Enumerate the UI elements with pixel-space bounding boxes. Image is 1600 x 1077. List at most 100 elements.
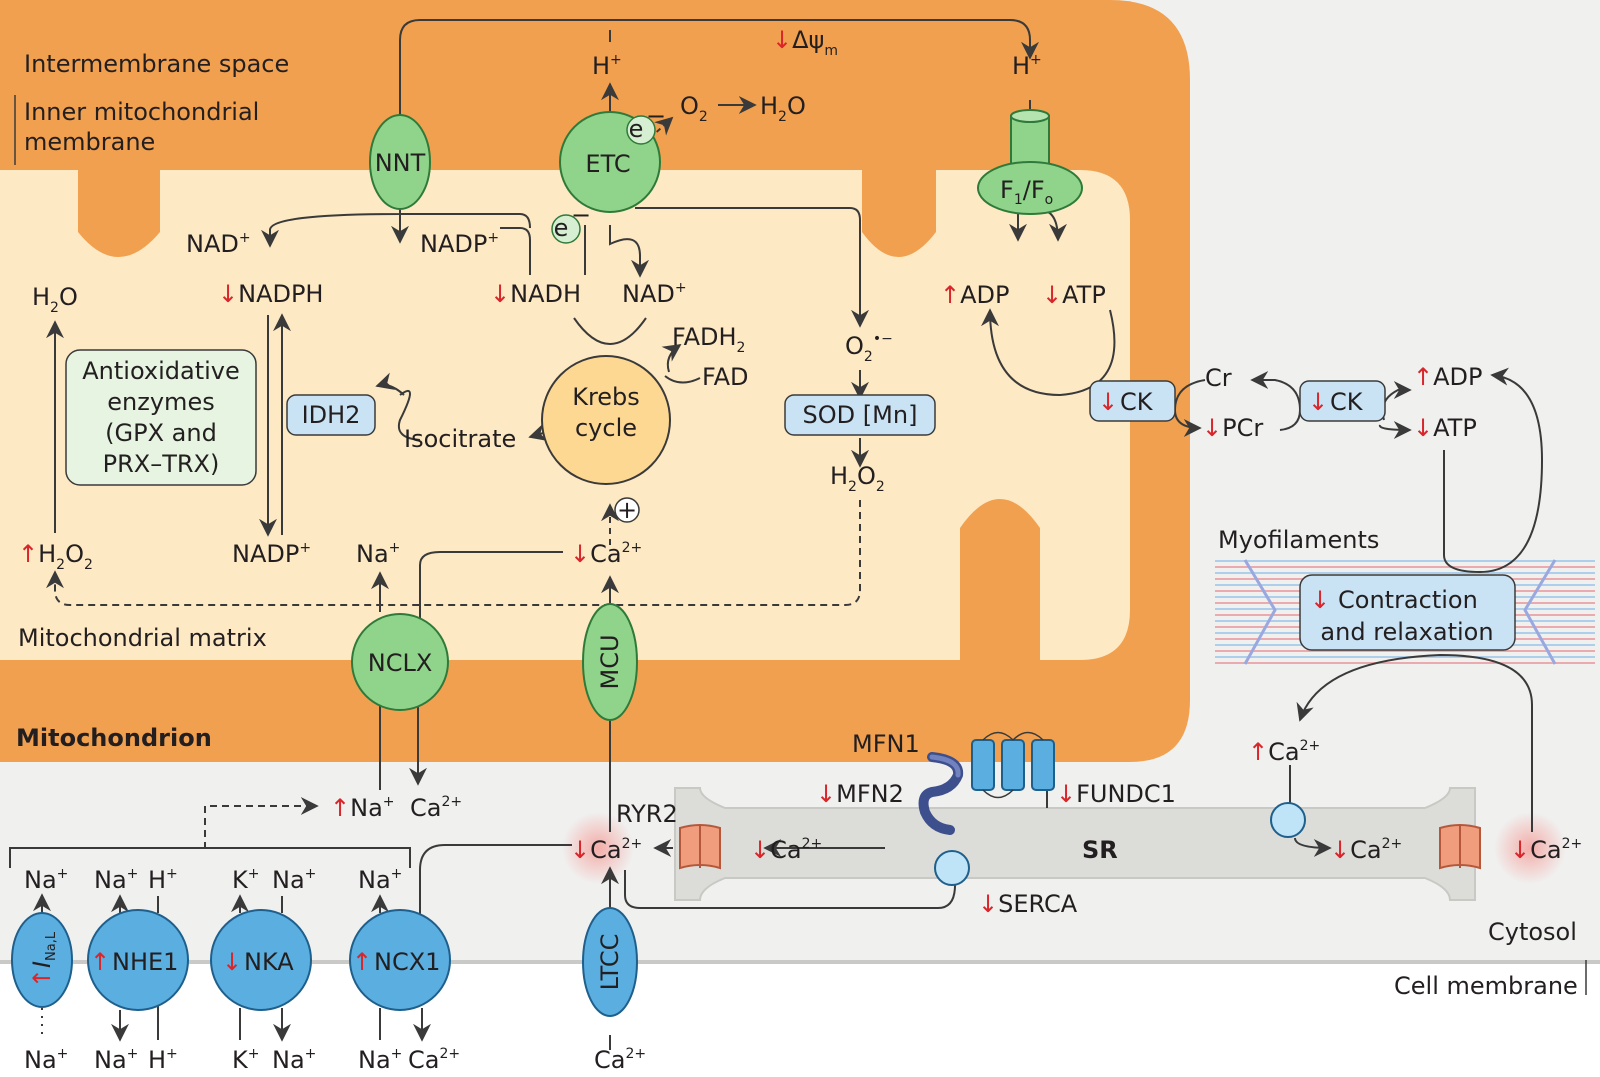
sr-label: SR (1082, 836, 1118, 864)
nhe1-na-top: Na+ (94, 866, 138, 894)
mito-adp-label: ↑ADP (940, 281, 1009, 309)
fundc1-label: ↓FUNDC1 (1056, 780, 1176, 808)
svg-text:cycle: cycle (575, 414, 637, 442)
ncx1-label: NCX1 (374, 948, 440, 976)
svg-text:+: + (617, 496, 637, 524)
mitochondrion-label: Mitochondrion (16, 724, 212, 752)
fundc1-helices (971, 731, 1055, 799)
pcr-label: ↓PCr (1202, 414, 1263, 442)
nclx-protein[interactable]: NCLX (351, 613, 449, 711)
ck-mito-label: CK (1120, 388, 1154, 416)
f1fo-atp-synthase[interactable]: F1/Fo (977, 109, 1083, 215)
nclx-ca-label: Ca2+ (410, 794, 462, 822)
nad-plus-left: NAD+ (186, 230, 251, 258)
svg-text:and relaxation: and relaxation (1320, 618, 1493, 646)
fadh2-label: FADH2 (672, 323, 745, 356)
serca-pump[interactable] (934, 850, 970, 886)
h2o2-left-label: ↑H2O2 (18, 540, 93, 573)
mito-atp-label: ↓ATP (1042, 281, 1106, 309)
proton-f1fo: H+ (1012, 52, 1042, 80)
cr-label: Cr (1205, 364, 1232, 392)
o2-label: O2 (680, 92, 708, 125)
idh2-label: IDH2 (302, 401, 361, 429)
ryr2-channel-right[interactable] (1439, 824, 1481, 870)
cell-membrane-label: Cell membrane (1394, 972, 1578, 1000)
h2o2-right-label: H2O2 (830, 462, 885, 495)
svg-text:↓: ↓ (1308, 388, 1328, 416)
svg-text:Antioxidative: Antioxidative (82, 357, 240, 385)
antioxidative-enzymes-box: Antioxidative enzymes (GPX and PRX–TRX) (65, 349, 257, 486)
isocitrate-label: Isocitrate (404, 425, 516, 453)
superoxide-label: O2•− (845, 331, 893, 365)
cyto-atp-label: ↓ATP (1413, 414, 1477, 442)
ncx1-na-top: Na+ (358, 866, 402, 894)
serca-label: ↓SERCA (978, 890, 1078, 918)
nka-k-top: K+ (232, 866, 259, 894)
nka-na-top: Na+ (272, 866, 316, 894)
ck-cyto-label: CK (1330, 388, 1364, 416)
ck-mitochondrial[interactable]: ↓ CK (1089, 380, 1176, 422)
inner-membrane-label-1: Inner mitochondrial (24, 98, 259, 126)
nka-k-bottom: K+ (232, 1046, 259, 1074)
matrix-label: Mitochondrial matrix (18, 624, 267, 652)
inner-membrane-label-2: membrane (24, 128, 155, 156)
proton-etc: H+ (592, 52, 622, 80)
svg-text:(GPX and: (GPX and (105, 419, 217, 447)
ncx1-exchanger[interactable]: ↑ NCX1 (349, 909, 451, 1011)
mcu-label: MCU (596, 634, 624, 689)
nhe1-h-top: H+ (148, 866, 178, 894)
nclx-label: NCLX (368, 649, 433, 677)
svg-text:PRX–TRX): PRX–TRX) (103, 450, 220, 478)
ncx1-ca-bottom: Ca2+ (408, 1046, 460, 1074)
nka-na-bottom: Na+ (272, 1046, 316, 1074)
matrix-ca-label: ↓Ca2+ (570, 540, 642, 568)
cyto-na-up-label: ↑Na+ (330, 794, 395, 822)
ina-label: ↑INa,L (28, 931, 59, 988)
idh2-enzyme[interactable]: IDH2 (286, 394, 376, 436)
sr-ca-left-label: ↓Ca2+ (750, 836, 822, 864)
sr-ca-right-label: ↓Ca2+ (1330, 836, 1402, 864)
svg-text:Contraction: Contraction (1338, 586, 1478, 614)
cytosol-label: Cytosol (1488, 918, 1577, 946)
mcu-protein[interactable]: MCU (582, 603, 638, 721)
sod-mn-enzyme[interactable]: SOD [Mn] (784, 394, 936, 436)
nka-label: NKA (244, 948, 294, 976)
ryr2-channel[interactable] (679, 824, 721, 870)
activation-plus: + (614, 496, 640, 524)
myofilaments-label: Myofilaments (1218, 526, 1379, 554)
mfn-tether (918, 752, 964, 835)
nadp-plus-bottom: NADP+ (232, 540, 311, 568)
nnt-label: NNT (375, 149, 426, 177)
h2o-left-label: H2O (32, 283, 78, 316)
nadh-label: ↓NADH (490, 280, 581, 308)
nhe1-label: NHE1 (112, 948, 178, 976)
svg-text:↑: ↑ (352, 948, 372, 976)
ck-cytosolic[interactable]: ↓ CK (1299, 380, 1386, 422)
ina-l-channel[interactable]: ↑INa,L (11, 912, 73, 1008)
nhe1-na-bottom: Na+ (94, 1046, 138, 1074)
ina-na-top: Na+ (24, 866, 68, 894)
cyto-adp-label: ↑ADP (1413, 363, 1482, 391)
f1fo-label: F1/Fo (1000, 176, 1053, 208)
nadp-plus-top: NADP+ (420, 230, 499, 258)
intermembrane-space-label: Intermembrane space (24, 50, 289, 78)
svg-text:−: − (571, 201, 591, 229)
nhe1-exchanger[interactable]: ↑ NHE1 (87, 909, 189, 1011)
ryr2-label: RYR2 (616, 800, 678, 828)
mfn1-label: MFN1 (852, 730, 920, 758)
contraction-relaxation-box: ↓ Contraction and relaxation (1299, 574, 1516, 651)
cyto-ca-right-label: ↓Ca2+ (1510, 836, 1582, 864)
ncx1-na-bottom: Na+ (358, 1046, 402, 1074)
serca-pump-right[interactable] (1270, 802, 1306, 838)
ltcc-channel[interactable]: LTCC (582, 907, 638, 1017)
mfn2-label: ↓MFN2 (816, 780, 904, 808)
nka-pump[interactable]: ↓ NKA (210, 909, 312, 1011)
ina-na-bottom: Na+ (24, 1046, 68, 1074)
ltcc-label: LTCC (596, 934, 624, 991)
svg-text:−: − (646, 102, 666, 130)
ltcc-ca-bottom: Ca2+ (594, 1046, 646, 1074)
nnt-protein[interactable]: NNT (369, 114, 431, 210)
ca-glow-cytosol (1494, 812, 1566, 884)
connector-lines (9, 19, 1587, 1050)
